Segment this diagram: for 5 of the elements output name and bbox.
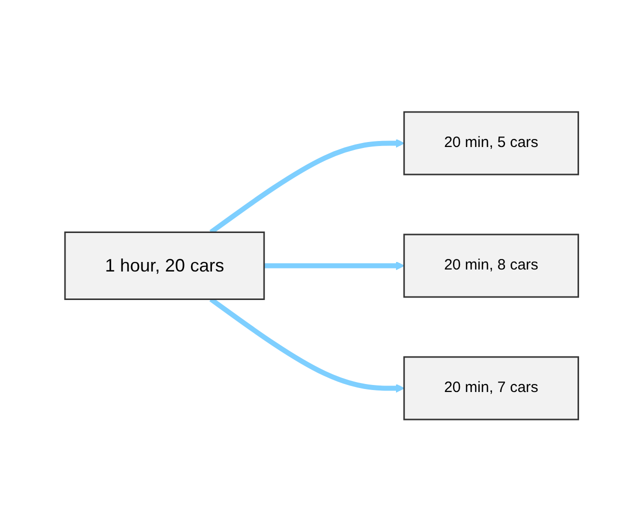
node-box: 20 min, 7 cars <box>403 356 579 420</box>
arrow <box>264 261 404 270</box>
node-box: 1 hour, 20 cars <box>64 231 265 300</box>
node-box: 20 min, 5 cars <box>403 111 579 175</box>
node-box: 20 min, 8 cars <box>403 234 579 298</box>
